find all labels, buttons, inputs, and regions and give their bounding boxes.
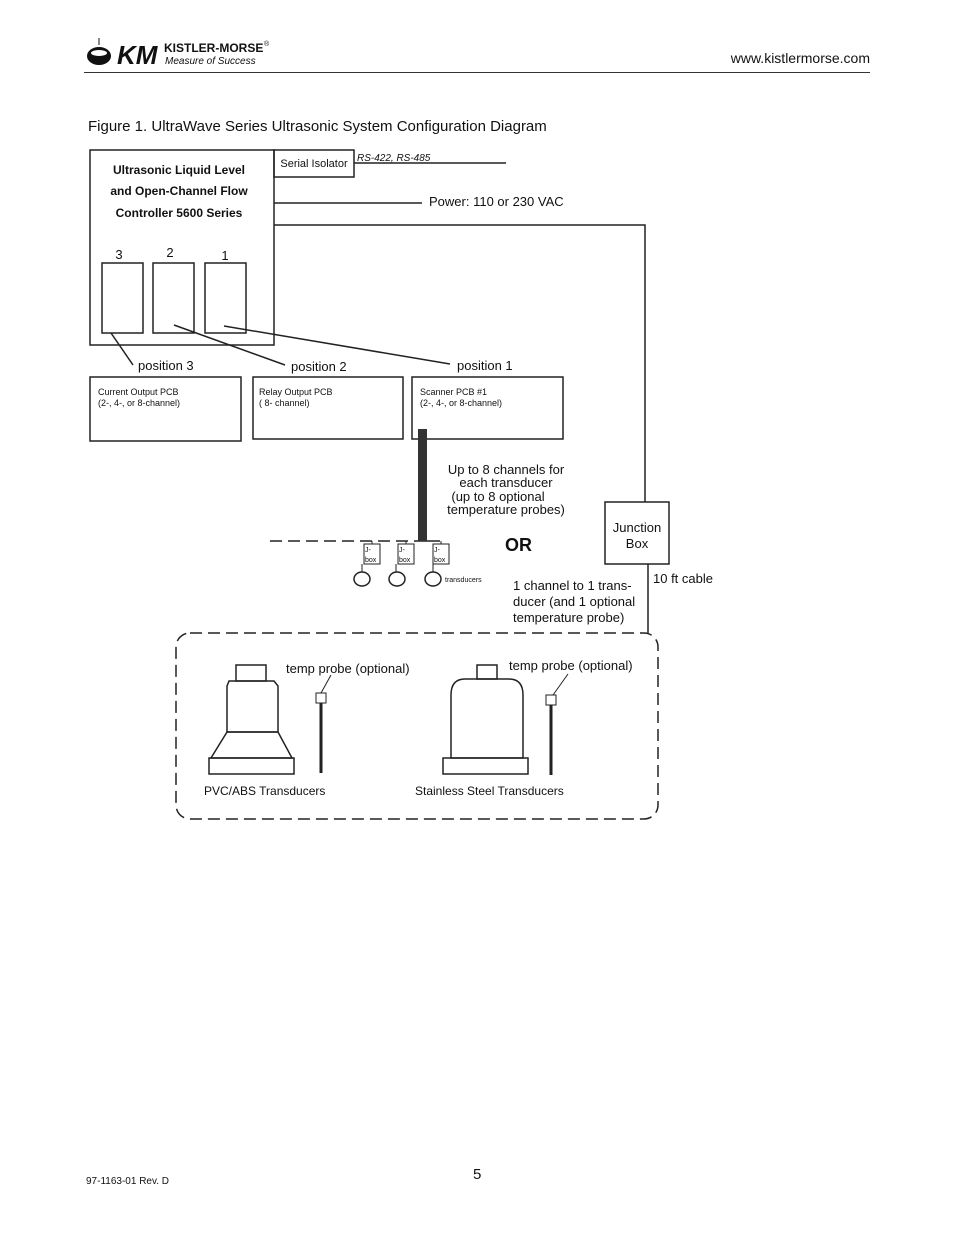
controller-line-3: Controller 5600 Series: [116, 206, 243, 220]
junction-box: [604, 501, 670, 565]
jbox-1-label-b: box: [365, 557, 377, 564]
logo-initials: KM: [117, 40, 159, 70]
transducer-icon-2: [388, 571, 406, 587]
single-channel-note-line-1: 1 channel to 1 trans-: [513, 578, 632, 593]
power-label: Power: 110 or 230 VAC: [429, 194, 564, 209]
pvc-temp-probe-label: temp probe (optional): [286, 661, 410, 676]
pvc-temp-probe-head: [315, 692, 327, 704]
single-channel-note-line-3: temperature probe): [513, 610, 624, 625]
kistler-morse-logo: KM KISTLER-MORSE ® Measure of Success: [87, 38, 270, 70]
single-channel-note-line-2: ducer (and 1 optional: [513, 594, 635, 609]
transducer-icon-3: [424, 571, 442, 587]
cable-label: 10 ft cable: [653, 571, 713, 586]
transducer-options-region: [175, 632, 659, 820]
jbox-2-label-b: box: [399, 557, 411, 564]
serial-isolator-label: Serial Isolator: [280, 158, 348, 170]
current-output-pcb-detail: (2-, 4-, or 8-channel): [98, 398, 180, 408]
pvc-transducer-cap: [235, 664, 267, 682]
page-header: KM KISTLER-MORSE ® Measure of Success ww…: [84, 36, 870, 73]
slot-number-2: 2: [166, 245, 173, 260]
logo-brand-name: KISTLER-MORSE: [164, 41, 263, 55]
multi-channel-note-line-1: Up to 8 channels for: [448, 462, 565, 477]
multi-channel-note-line-2: each transducer: [459, 475, 553, 490]
steel-transducer-base: [442, 757, 529, 775]
steel-transducer-body: [450, 678, 524, 759]
pvc-transducer-flare: [209, 731, 294, 759]
controller-box: [89, 149, 275, 346]
logo-registered-mark: ®: [264, 40, 270, 48]
page-number: 5: [473, 1166, 482, 1183]
slot-number-1: 1: [221, 248, 228, 263]
multi-channel-note-line-3: (up to 8 optional: [451, 489, 544, 504]
scanner-pcb-detail: (2-, 4-, or 8-channel): [420, 398, 502, 408]
position-3-label: position 3: [138, 358, 194, 373]
slot-1: [204, 262, 247, 334]
pvc-transducers-label: PVC/ABS Transducers: [204, 784, 325, 798]
multi-channel-note-line-4: temperature probes): [447, 502, 565, 517]
figure-title: Figure 1. UltraWave Series Ultrasonic Sy…: [88, 118, 547, 135]
jbox-3-label-a: J-: [434, 547, 441, 554]
junction-box-label-1: Junction: [613, 520, 661, 535]
controller-line-2: and Open-Channel Flow: [110, 184, 248, 198]
scanner-pcb-name: Scanner PCB #1: [420, 387, 487, 397]
steel-transducer-cap: [476, 664, 498, 680]
current-output-pcb: [89, 376, 242, 442]
controller-line-1: Ultrasonic Liquid Level: [113, 163, 245, 177]
jbox-2-label-a: J-: [399, 547, 406, 554]
transducer-icon-1: [353, 571, 371, 587]
pvc-transducer-base: [208, 757, 295, 775]
slot-number-3: 3: [115, 247, 122, 262]
website-link[interactable]: www.kistlermorse.com: [730, 50, 870, 66]
multi-channel-cable: [418, 429, 427, 541]
slot-3: [101, 262, 144, 334]
position-2-label: position 2: [291, 359, 347, 374]
document-number: 97-1163-01 Rev. D: [86, 1176, 170, 1187]
rs-protocol-label: RS-422, RS-485: [357, 153, 431, 164]
jbox-3-label-b: box: [434, 557, 446, 564]
junction-box-label-2: Box: [626, 536, 649, 551]
pvc-transducer-body: [226, 680, 279, 733]
scanner-pcb: [411, 376, 564, 440]
steel-temp-probe-label: temp probe (optional): [509, 658, 633, 673]
steel-transducers-label: Stainless Steel Transducers: [415, 784, 564, 798]
slot-2: [152, 262, 195, 334]
relay-output-pcb-name: Relay Output PCB: [259, 387, 333, 397]
jbox-1-label-a: J-: [365, 547, 372, 554]
relay-output-pcb-detail: ( 8- channel): [259, 398, 310, 408]
steel-temp-probe-head: [545, 694, 557, 706]
current-output-pcb-name: Current Output PCB: [98, 387, 179, 397]
transducers-label: transducers: [445, 577, 482, 584]
configuration-diagram: Ultrasonic Liquid Level and Open-Channel…: [89, 149, 713, 820]
or-label: OR: [505, 535, 532, 555]
logo-tagline: Measure of Success: [165, 56, 256, 67]
relay-output-pcb: [252, 376, 404, 440]
position-1-label: position 1: [457, 358, 513, 373]
